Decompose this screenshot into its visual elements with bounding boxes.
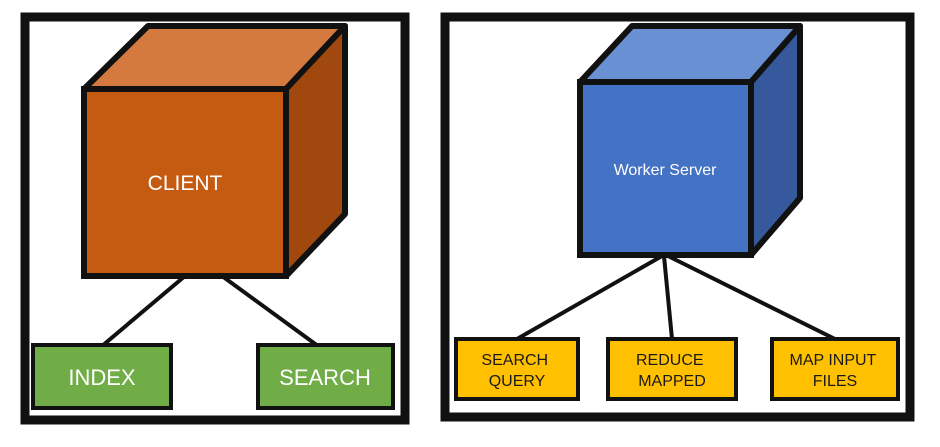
- search-node-label: SEARCH: [279, 365, 371, 390]
- worker-cube-front: [577, 79, 754, 258]
- search-node: SEARCH: [256, 343, 395, 410]
- client-panel: CLIENT INDEX SEARCH: [20, 12, 410, 425]
- reduce-mapped-node-label: REDUCE MAPPED: [636, 352, 708, 390]
- reduce-mapped-node-label-line-2: MAPPED: [638, 373, 706, 390]
- client-cube-front: [81, 86, 289, 279]
- map-input-files-node-box: [770, 337, 900, 401]
- index-node-box: [31, 343, 173, 410]
- worker-cube-label: Worker Server: [614, 162, 718, 179]
- map-input-files-node-label-line-2: FILES: [813, 373, 857, 390]
- reduce-mapped-node-label-line-1: REDUCE: [636, 352, 704, 369]
- connector-worker-map-input-files: [667, 254, 836, 341]
- connector-worker-search-query: [516, 254, 663, 341]
- map-input-files-node-label-line-1: MAP INPUT: [790, 352, 877, 369]
- map-input-files-node: MAP INPUT FILES: [770, 337, 900, 401]
- search-query-node-label-line-2: QUERY: [489, 373, 546, 390]
- connector-worker-reduce-mapped: [662, 255, 674, 340]
- connector-client-search: [220, 274, 320, 348]
- index-node-label: INDEX: [68, 365, 136, 390]
- search-query-node-label-line-1: SEARCH: [481, 352, 548, 369]
- reduce-mapped-node: REDUCE MAPPED: [606, 337, 738, 401]
- connector-client-index: [100, 274, 187, 348]
- client-cube: CLIENT: [81, 23, 348, 279]
- reduce-mapped-node-box: [606, 337, 738, 401]
- search-node-box: [256, 343, 395, 410]
- client-cube-label: CLIENT: [148, 172, 223, 195]
- worker-panel: Worker Server SEARCH QUERY REDUCE MAPPED…: [440, 12, 915, 422]
- search-query-node-label: SEARCH QUERY: [481, 352, 552, 390]
- search-query-node: SEARCH QUERY: [454, 337, 580, 401]
- index-node: INDEX: [31, 343, 173, 410]
- worker-cube: Worker Server: [577, 23, 803, 258]
- map-input-files-node-label: MAP INPUT FILES: [790, 352, 881, 390]
- search-query-node-box: [454, 337, 580, 401]
